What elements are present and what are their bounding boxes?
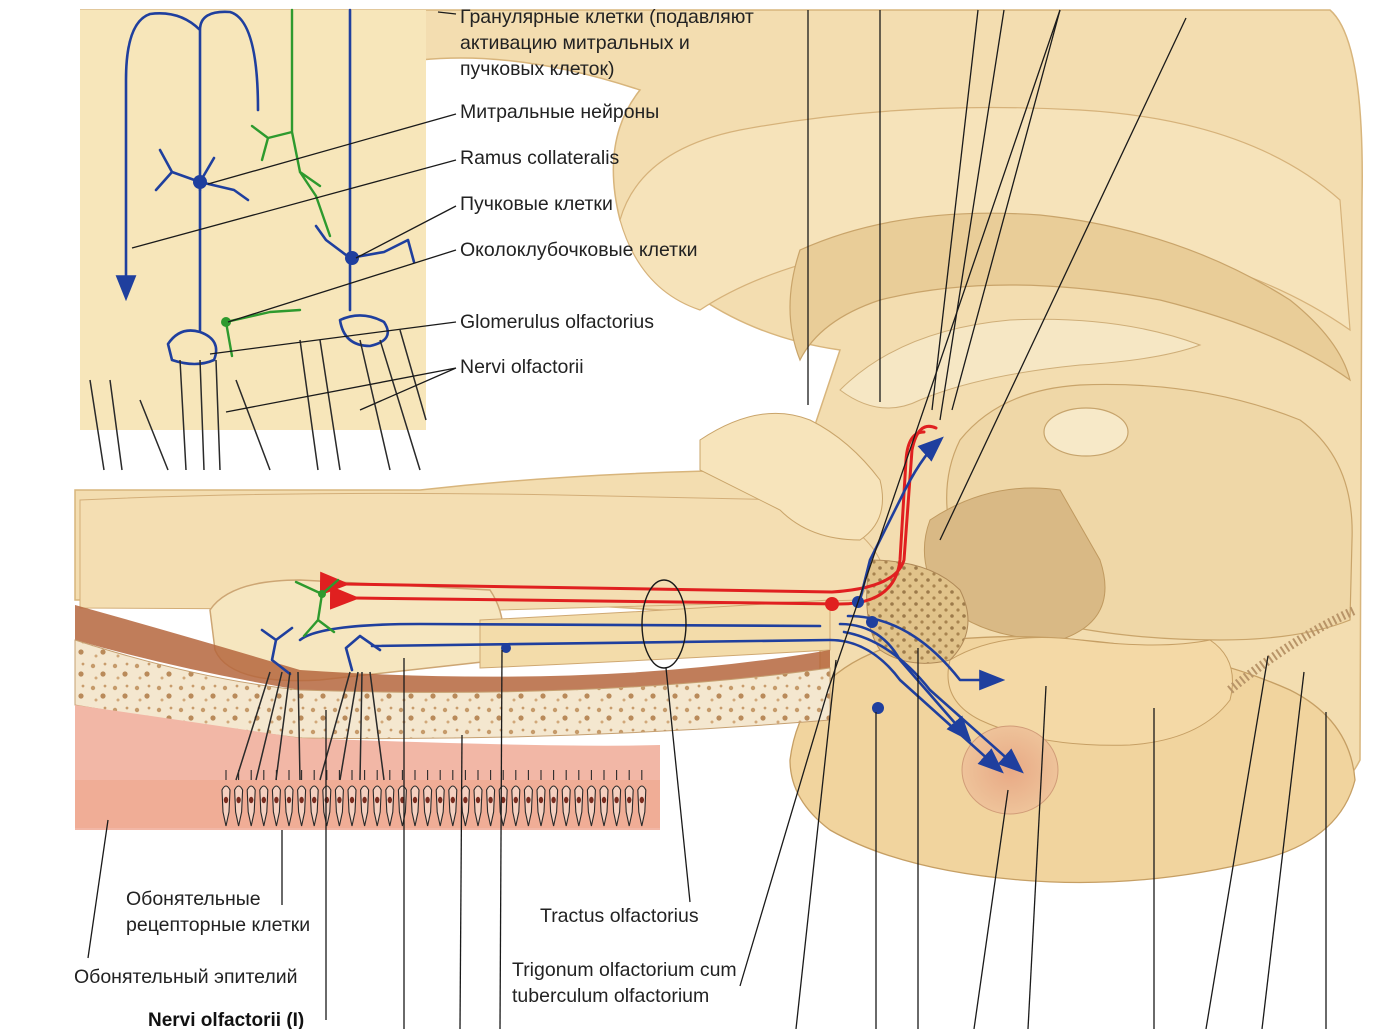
label-periglomerular-cells: Околоклубочковые клетки bbox=[460, 239, 698, 261]
efferent-soma bbox=[825, 597, 839, 611]
label-ramus-collateralis: Ramus collateralis bbox=[460, 147, 620, 169]
afferent-soma-2 bbox=[866, 616, 878, 628]
label-tufted-cells: Пучковые клетки bbox=[460, 193, 613, 215]
label-nervi-olfactorii-I: Nervi olfactorii (I) bbox=[148, 1010, 304, 1029]
label-tractus: Tractus olfactorius bbox=[540, 905, 699, 927]
label-mitral-neurons: Митральные нейроны bbox=[460, 101, 659, 123]
interthalamic-adhesion bbox=[1044, 408, 1128, 456]
mitral-soma-1 bbox=[193, 175, 207, 189]
bulb-microcircuit-inset bbox=[80, 10, 426, 470]
label-granule-cells-2: активацию митральных и bbox=[460, 32, 690, 54]
label-nervi-olfactorii: Nervi olfactorii bbox=[460, 356, 584, 378]
label-trigonum-2: tuberculum olfactorium bbox=[512, 985, 709, 1007]
label-granule-cells-1: Гранулярные клетки (подавляют bbox=[460, 6, 754, 28]
label-receptor-cells-1: Обонятельные bbox=[126, 888, 261, 910]
inset-background bbox=[80, 10, 426, 430]
bulb-green-soma bbox=[318, 590, 326, 598]
olfactory-tract-body bbox=[480, 600, 830, 668]
label-granule-cells-3: пучковых клеток) bbox=[460, 58, 615, 80]
label-glomerulus: Glomerulus olfactorius bbox=[460, 311, 654, 333]
label-trigonum-1: Trigonum olfactorium cum bbox=[512, 959, 737, 981]
afferent-soma-3 bbox=[872, 702, 884, 714]
label-olfactory-epithelium: Обонятельный эпителий bbox=[74, 966, 298, 988]
label-receptor-cells-2: рецепторные клетки bbox=[126, 914, 310, 936]
